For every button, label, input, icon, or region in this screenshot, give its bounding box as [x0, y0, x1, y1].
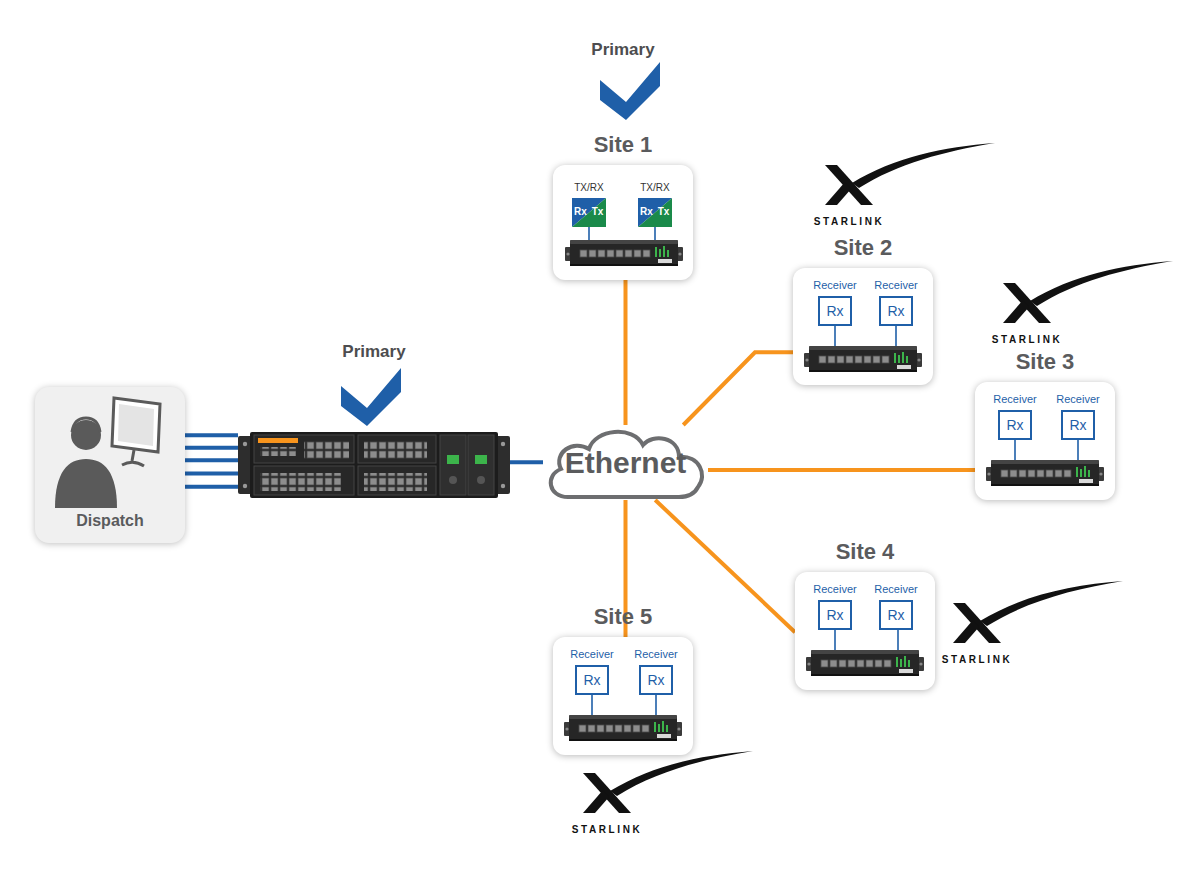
rx-label: Rx — [639, 671, 673, 689]
site-box: Site 2ReceiverRxReceiverRx — [793, 268, 933, 385]
rx-label: Rx — [575, 671, 609, 689]
power-socket — [449, 476, 457, 484]
tx-label: Tx — [655, 206, 672, 218]
network-link — [655, 500, 795, 632]
port-row — [304, 441, 349, 459]
site-title: Site 3 — [925, 349, 1165, 375]
dispatch-label: Dispatch — [0, 511, 235, 531]
switch-chassis — [238, 432, 510, 498]
receiver-label: Receiver — [624, 648, 688, 661]
port-row — [260, 473, 341, 491]
card — [358, 435, 436, 463]
starlink-logo — [825, 143, 995, 205]
ethernet-cloud: Ethernet — [543, 425, 708, 500]
antenna-tile: TX/RXRxTx — [572, 198, 606, 227]
rack-ear — [496, 436, 510, 494]
receiver-label: Receiver — [803, 583, 867, 596]
rx-label: Rx — [1061, 416, 1095, 434]
network-switch: Primary — [238, 432, 510, 498]
power-led — [447, 455, 459, 464]
screw — [501, 484, 505, 488]
brand-label: STARLINK — [789, 216, 909, 228]
tx-half — [572, 198, 606, 227]
power-module — [440, 435, 466, 495]
receiver-box: ReceiverRx — [998, 410, 1032, 440]
checkmark — [600, 62, 660, 120]
power-socket — [477, 476, 485, 484]
site-box: Site 4ReceiverRxReceiverRx — [795, 572, 935, 690]
rack-ear — [238, 436, 252, 494]
site-title: Site 4 — [745, 539, 985, 565]
network-link — [683, 352, 793, 425]
receiver-label: Receiver — [803, 279, 867, 292]
port-row — [260, 447, 296, 456]
primary-label: Primary — [188, 342, 560, 362]
site-box: Site 3ReceiverRxReceiverRx — [975, 382, 1115, 500]
brand-label: STARLINK — [917, 654, 1037, 666]
checkmark — [341, 368, 401, 426]
rx-label: Rx — [818, 606, 852, 624]
rx-half — [638, 198, 672, 227]
receiver-box: ReceiverRx — [879, 600, 913, 630]
dispatch-console: Dispatch — [35, 387, 185, 543]
site-title: Site 1 — [503, 132, 743, 158]
screw — [243, 442, 247, 446]
audio-lines — [185, 435, 238, 486]
receiver-label: Receiver — [560, 648, 624, 661]
site-box: PrimarySite 1TX/RXRxTxTX/RXRxTx — [553, 165, 693, 280]
receiver-box: ReceiverRx — [818, 296, 852, 326]
port-row — [364, 473, 427, 491]
screw — [243, 484, 247, 488]
receiver-box: ReceiverRx — [879, 296, 913, 326]
tx-rx-label: TX/RX — [560, 182, 618, 194]
rx-label: Rx — [638, 206, 655, 218]
starlink-logo — [1003, 261, 1173, 323]
card — [254, 435, 354, 463]
network-link — [624, 280, 628, 425]
tx-rx-label: TX/RX — [626, 182, 684, 194]
receiver-label: Receiver — [983, 393, 1047, 406]
rx-label: Rx — [879, 606, 913, 624]
power-led — [475, 455, 487, 464]
brand-label: STARLINK — [967, 334, 1087, 346]
site-title: Site 5 — [503, 604, 743, 630]
rx-label: Rx — [572, 206, 589, 218]
port-row — [364, 441, 427, 459]
site-box: Site 5ReceiverRxReceiverRx — [553, 637, 693, 755]
site-title: Site 2 — [743, 235, 983, 261]
starlink-logo — [583, 751, 753, 813]
receiver-label: Receiver — [864, 583, 928, 596]
network-link — [510, 460, 543, 464]
starlink-logo — [953, 581, 1123, 643]
antenna-tile: TX/RXRxTx — [638, 198, 672, 227]
power-module — [468, 435, 494, 495]
receiver-box: ReceiverRx — [639, 665, 673, 695]
card — [254, 466, 354, 495]
rx-label: Rx — [879, 302, 913, 320]
tx-label: Tx — [589, 206, 606, 218]
receiver-box: ReceiverRx — [818, 600, 852, 630]
rx-label: Rx — [818, 302, 852, 320]
receiver-label: Receiver — [1046, 393, 1110, 406]
screw — [501, 442, 505, 446]
receiver-label: Receiver — [864, 279, 928, 292]
rx-half — [572, 198, 606, 227]
network-link — [708, 468, 975, 472]
card — [358, 466, 436, 495]
brand-label: STARLINK — [547, 824, 667, 836]
tx-half — [638, 198, 672, 227]
primary-label: Primary — [503, 40, 743, 60]
receiver-box: ReceiverRx — [575, 665, 609, 695]
rx-label: Rx — [998, 416, 1032, 434]
chassis-body — [250, 432, 498, 498]
network-label: Ethernet — [493, 446, 758, 480]
receiver-box: ReceiverRx — [1061, 410, 1095, 440]
brand-strip — [258, 438, 298, 443]
